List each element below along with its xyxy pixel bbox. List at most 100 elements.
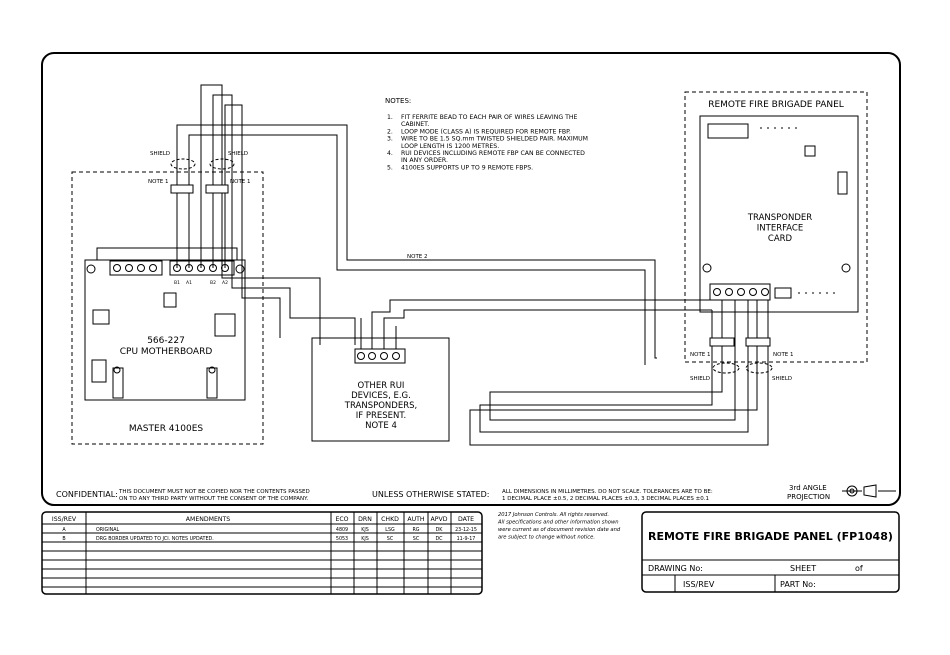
rui-line: TRANSPONDERS, [344,401,417,411]
note-text: IN ANY ORDER. [401,157,448,164]
board-name: CPU MOTHERBOARD [120,347,213,357]
table-cell: A [62,527,66,533]
rui-line: IF PRESENT. [356,411,407,421]
other-rui-box [311,337,450,442]
terminal-label: A2 [222,280,228,286]
remote-note-left: NOTE 1 [690,352,711,358]
table-cell: LSG [385,527,395,533]
unless-line1: ALL DIMENSIONS IN MILLIMETRES. DO NOT SC… [502,489,713,495]
unless-label: UNLESS OTHERWISE STATED: [372,490,489,499]
confidential-line1: THIS DOCUMENT MUST NOT BE COPIED NOR THE… [118,489,310,495]
projection-line2: PROJECTION [787,493,830,501]
ferrite-bead-remote-right [745,337,771,347]
shield-ring-right [209,158,235,170]
rui-terminal-block [354,348,406,364]
remote-shield-right: SHIELD [772,376,792,382]
notes-list: 1.FIT FERRITE BEAD TO EACH PAIR OF WIRES… [387,114,588,171]
drawing-no-label: DRAWING No: [648,564,703,573]
master-terminal-labels: B1 A1 B2 A2 [174,280,228,286]
table-header: DRN [358,516,372,523]
table-cell: 5053 [336,536,348,542]
sheet-label: SHEET [790,564,816,573]
projection-line1: 3rd ANGLE [789,484,827,492]
unless-line2: 1 DECIMAL PLACE ±0.5, 2 DECIMAL PLACES ±… [502,496,709,502]
remote-title: REMOTE FIRE BRIGADE PANEL [708,100,844,110]
note-number: 3. [387,136,393,143]
table-cell: 23-12-15 [455,527,477,533]
table-cell: RG [412,527,419,533]
table-cell: SC [387,536,394,542]
table-header: AMENDMENTS [186,516,231,523]
master-label: MASTER 4100ES [129,424,204,434]
table-cell: SC [413,536,420,542]
master-shield-right: SHIELD [228,151,248,157]
terminal-label: A1 [186,280,192,286]
terminal-label: B2 [210,280,216,286]
title-block [641,511,900,593]
copyright-line: were current as of document revision dat… [498,527,621,533]
terminal-block-left [109,260,163,276]
table-cell: ORIGINAL [96,527,120,533]
card-line: INTERFACE [757,224,803,234]
table-cell: 4809 [336,527,348,533]
note-text: CABINET. [401,121,429,128]
copyright-line: All specifications and other information… [497,520,618,526]
table-cell: KJS [361,527,369,533]
table-cell: 11-9-17 [457,536,476,542]
ferrite-bead-right [205,184,229,194]
table-header: ECO [335,516,348,523]
terminal-label: B1 [174,280,180,286]
master-loop-wires [176,84,657,365]
copyright-line: are subject to change without notice. [498,535,595,541]
master-note-right: NOTE 1 [230,179,251,185]
board-code: 566-227 [147,336,185,346]
rui-line: NOTE 4 [365,421,397,431]
drawing-border [41,52,901,506]
note-number: 2. [387,128,393,135]
iss-rev-label: ISS/REV [683,580,715,589]
rui-line: DEVICES, E.G. [351,391,411,401]
master-shield-left: SHIELD [150,151,170,157]
rui-line: OTHER RUI [358,381,405,391]
remote-cabinet-outline [684,91,868,363]
shield-ring-left [170,158,196,170]
note2-label: NOTE 2 [407,254,428,260]
remote-shield-left: SHIELD [690,376,710,382]
part-no-label: PART No: [780,580,816,589]
note-text: LOOP MODE (CLASS A) IS REQUIRED FOR REMO… [401,128,571,135]
shield-ring-remote-left [712,362,740,374]
amendments-table [41,511,483,595]
transponder-interface-card [699,115,859,313]
rui-wires [360,299,722,349]
confidential-label: CONFIDENTIAL: [56,490,118,499]
projection-symbol-icon [842,484,896,498]
ferrite-bead-left [170,184,194,194]
table-header: DATE [458,516,474,523]
card-line: CARD [768,234,793,244]
table-cell: DK [436,527,444,533]
note-text: RUI DEVICES INCLUDING REMOTE FBP CAN BE … [401,150,585,157]
master-note-left: NOTE 1 [148,179,169,185]
note-text: 4100ES SUPPORTS UP TO 9 REMOTE FBPS. [401,164,533,171]
note-text: LOOP LENGTH IS 1200 METRES. [401,143,499,150]
note-number: 5. [387,164,393,171]
table-cell: B [62,536,65,542]
table-cell: DRG BORDER UPDATED TO JCI. NOTES UPDATED… [96,536,214,542]
table-header: AUTH [407,516,425,523]
note-number: 4. [387,150,393,157]
remote-note-right: NOTE 1 [773,352,794,358]
notes-title: NOTES: [385,97,411,105]
remote-loop-wires [469,300,769,446]
table-header: APVD [431,516,448,523]
sheet-of-label: of [855,564,863,573]
drawing-title: REMOTE FIRE BRIGADE PANEL (FP1048) [648,530,893,543]
table-cell: DC [435,536,443,542]
copyright-line: 2017 Johnson Controls. All rights reserv… [498,512,609,518]
table-cell: KJS [361,536,369,542]
shield-ring-remote-right [745,362,773,374]
